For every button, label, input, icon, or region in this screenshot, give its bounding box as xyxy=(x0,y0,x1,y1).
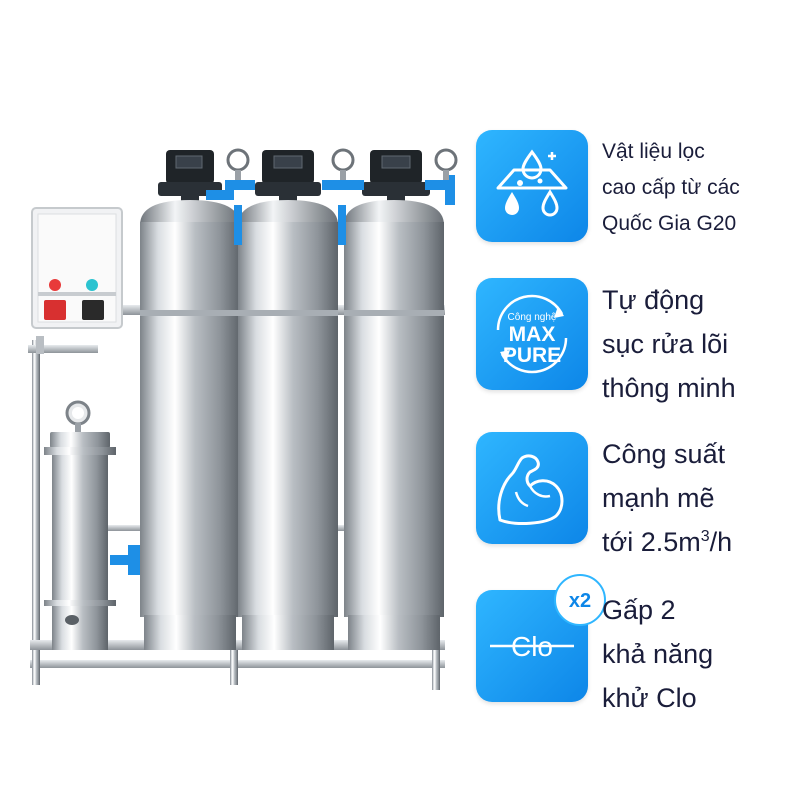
water-drops-icon xyxy=(496,149,568,217)
x2-multiplier-badge: x2 xyxy=(554,574,606,626)
feature-line: Gấp 2 xyxy=(602,595,676,625)
badge-caption: Công nghệ xyxy=(508,312,557,323)
feature-badge xyxy=(476,432,588,544)
pre-filter-housing xyxy=(44,400,140,650)
control-box xyxy=(31,207,123,354)
feature-line: Quốc Gia G20 xyxy=(602,212,737,235)
capacity-unit-suffix: /h xyxy=(709,527,733,557)
badge-title-line2: PURE xyxy=(503,344,561,367)
feature-badge: Công nghệ MAX PURE xyxy=(476,278,588,390)
feature-text: Vật liệu lọc cao cấp từ các Quốc Gia G20 xyxy=(602,134,794,242)
feature-text: Tự động sục rửa lõi thông minh xyxy=(602,278,794,410)
feature-line: khả năng xyxy=(602,639,714,669)
feature-line: cao cấp từ các xyxy=(602,176,740,199)
feature-line: thông minh xyxy=(602,373,736,403)
feature-text: Gấp 2 khả năng khử Clo xyxy=(602,588,794,720)
capacity-value: tới 2.5m xyxy=(602,527,701,557)
water-filter-system-illustration xyxy=(28,148,458,690)
capacity-unit-exponent: 3 xyxy=(700,528,710,545)
flexed-arm-icon xyxy=(497,454,564,525)
feature-capacity: Công suất mạnh mẽ tới 2.5m3/h xyxy=(476,432,796,557)
feature-filter-materials: Vật liệu lọc cao cấp từ các Quốc Gia G20 xyxy=(476,130,796,252)
multiplier-label: x2 xyxy=(569,590,591,612)
feature-badge xyxy=(476,130,588,242)
filter-tank-1 xyxy=(140,150,240,650)
feature-line: mạnh mẽ xyxy=(602,483,715,513)
feature-line: sục rửa lõi xyxy=(602,329,729,359)
feature-text: Công suất mạnh mẽ tới 2.5m3/h xyxy=(602,432,794,564)
filter-tank-2 xyxy=(238,150,338,650)
feature-chlorine-removal: Clo x2 Gấp 2 khả năng khử Clo xyxy=(476,574,796,713)
pressure-gauges xyxy=(226,148,458,180)
feature-line: tới 2.5m3/h xyxy=(602,520,794,564)
filter-tanks xyxy=(140,150,455,650)
badge-title-line1: MAX xyxy=(509,323,556,346)
feature-auto-backwash: Công nghệ MAX PURE Tự động sục rửa lõi t… xyxy=(476,278,796,403)
filter-tank-3 xyxy=(344,150,444,650)
feature-line: Công suất xyxy=(602,439,726,469)
feature-line: Vật liệu lọc xyxy=(602,140,705,163)
feature-line: Tự động xyxy=(602,285,705,315)
max-pure-cycle-icon: Công nghệ MAX PURE xyxy=(496,294,568,374)
feature-line: khử Clo xyxy=(602,683,697,713)
clo-icon: Clo xyxy=(490,631,574,662)
